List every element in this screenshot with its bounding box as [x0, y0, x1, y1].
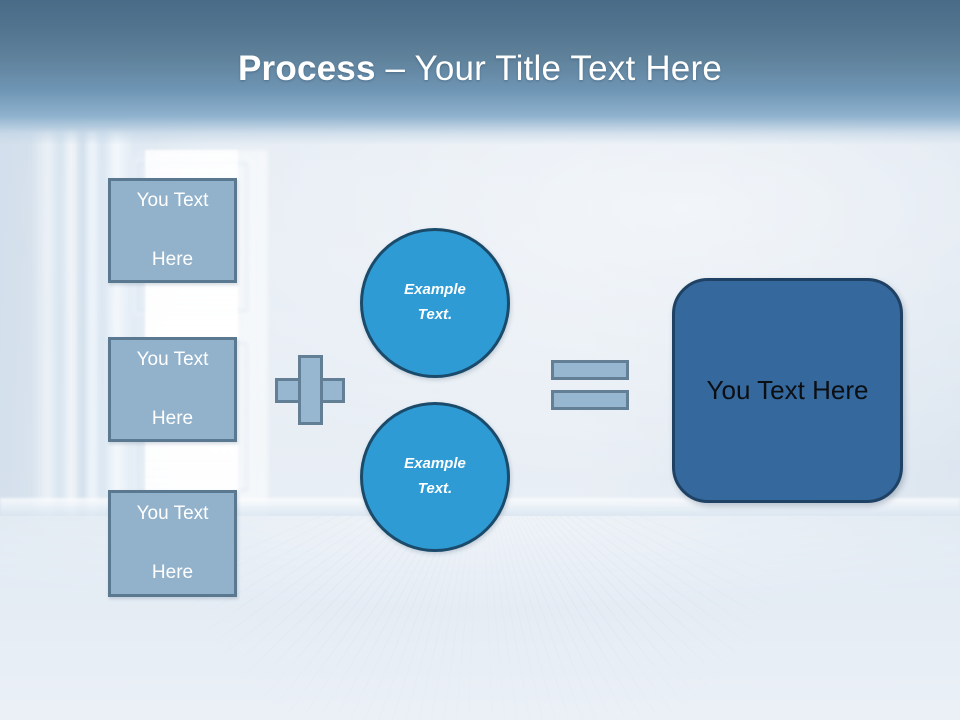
step-box-1[interactable]: You Text Here: [108, 178, 237, 283]
result-box[interactable]: You Text Here: [672, 278, 903, 503]
equals-icon-top-bar: [551, 360, 629, 380]
example-circle-1-line1: Example: [404, 281, 466, 299]
step-box-3-line2: Here: [151, 562, 194, 584]
page-title-rest: – Your Title Text Here: [375, 49, 722, 88]
step-box-1-line2: Here: [151, 249, 194, 271]
example-circle-2[interactable]: Example Text.: [360, 402, 510, 552]
example-circle-1-line2: Text.: [417, 306, 453, 323]
plus-icon: [275, 355, 345, 425]
title-band: [0, 0, 960, 145]
page-title-strong: Process: [238, 49, 376, 88]
background-floor: [0, 516, 960, 720]
example-circle-1[interactable]: Example Text.: [360, 228, 510, 378]
step-box-2-line1: You Text: [136, 349, 209, 371]
equals-icon: [551, 360, 629, 410]
step-box-3-line1: You Text: [136, 503, 209, 525]
equals-icon-bottom-bar: [551, 390, 629, 410]
step-box-1-line1: You Text: [136, 190, 209, 212]
example-circle-2-line2: Text.: [417, 480, 453, 497]
step-box-2[interactable]: You Text Here: [108, 337, 237, 442]
plus-icon-center-fill: [301, 381, 320, 400]
page-title: Process – Your Title Text Here: [0, 49, 960, 89]
step-box-3[interactable]: You Text Here: [108, 490, 237, 597]
example-circle-2-line1: Example: [404, 455, 466, 473]
result-box-label: You Text Here: [706, 375, 869, 405]
step-box-2-line2: Here: [151, 408, 194, 430]
